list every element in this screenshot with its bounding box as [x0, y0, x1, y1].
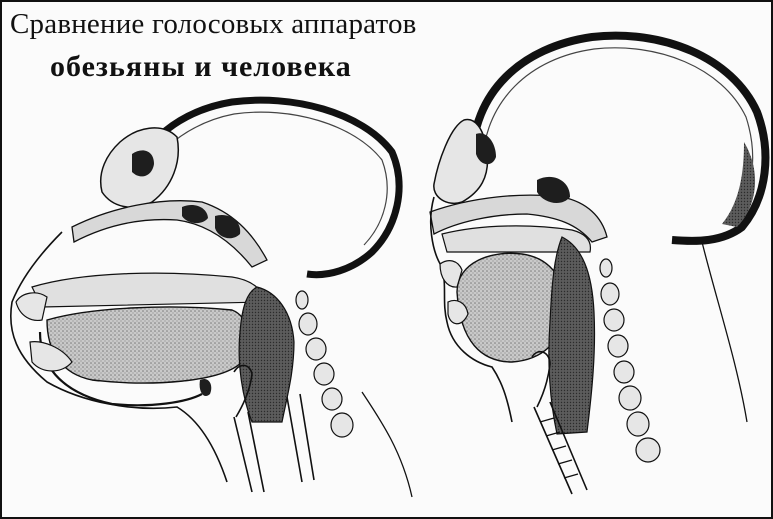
human-epiglottis	[532, 352, 550, 407]
human-pharynx	[549, 237, 595, 434]
ape-tongue	[47, 307, 248, 383]
human-head	[430, 36, 765, 494]
ape-esophagus	[287, 394, 314, 482]
human-neck-back	[702, 242, 747, 422]
ape-trachea	[234, 412, 264, 492]
human-frontal-sinus	[476, 133, 496, 164]
human-vertebrae	[600, 259, 660, 462]
human-frontal-bone	[434, 119, 488, 203]
ape-head	[11, 100, 412, 497]
human-skull-inner	[482, 48, 753, 220]
human-upper-lip	[440, 261, 462, 287]
ape-pharynx	[239, 287, 294, 422]
ape-vertebrae	[296, 291, 353, 437]
ape-neck-back	[362, 392, 412, 497]
ape-nasal-cavity	[32, 273, 264, 307]
ape-upper-lip	[16, 293, 47, 321]
